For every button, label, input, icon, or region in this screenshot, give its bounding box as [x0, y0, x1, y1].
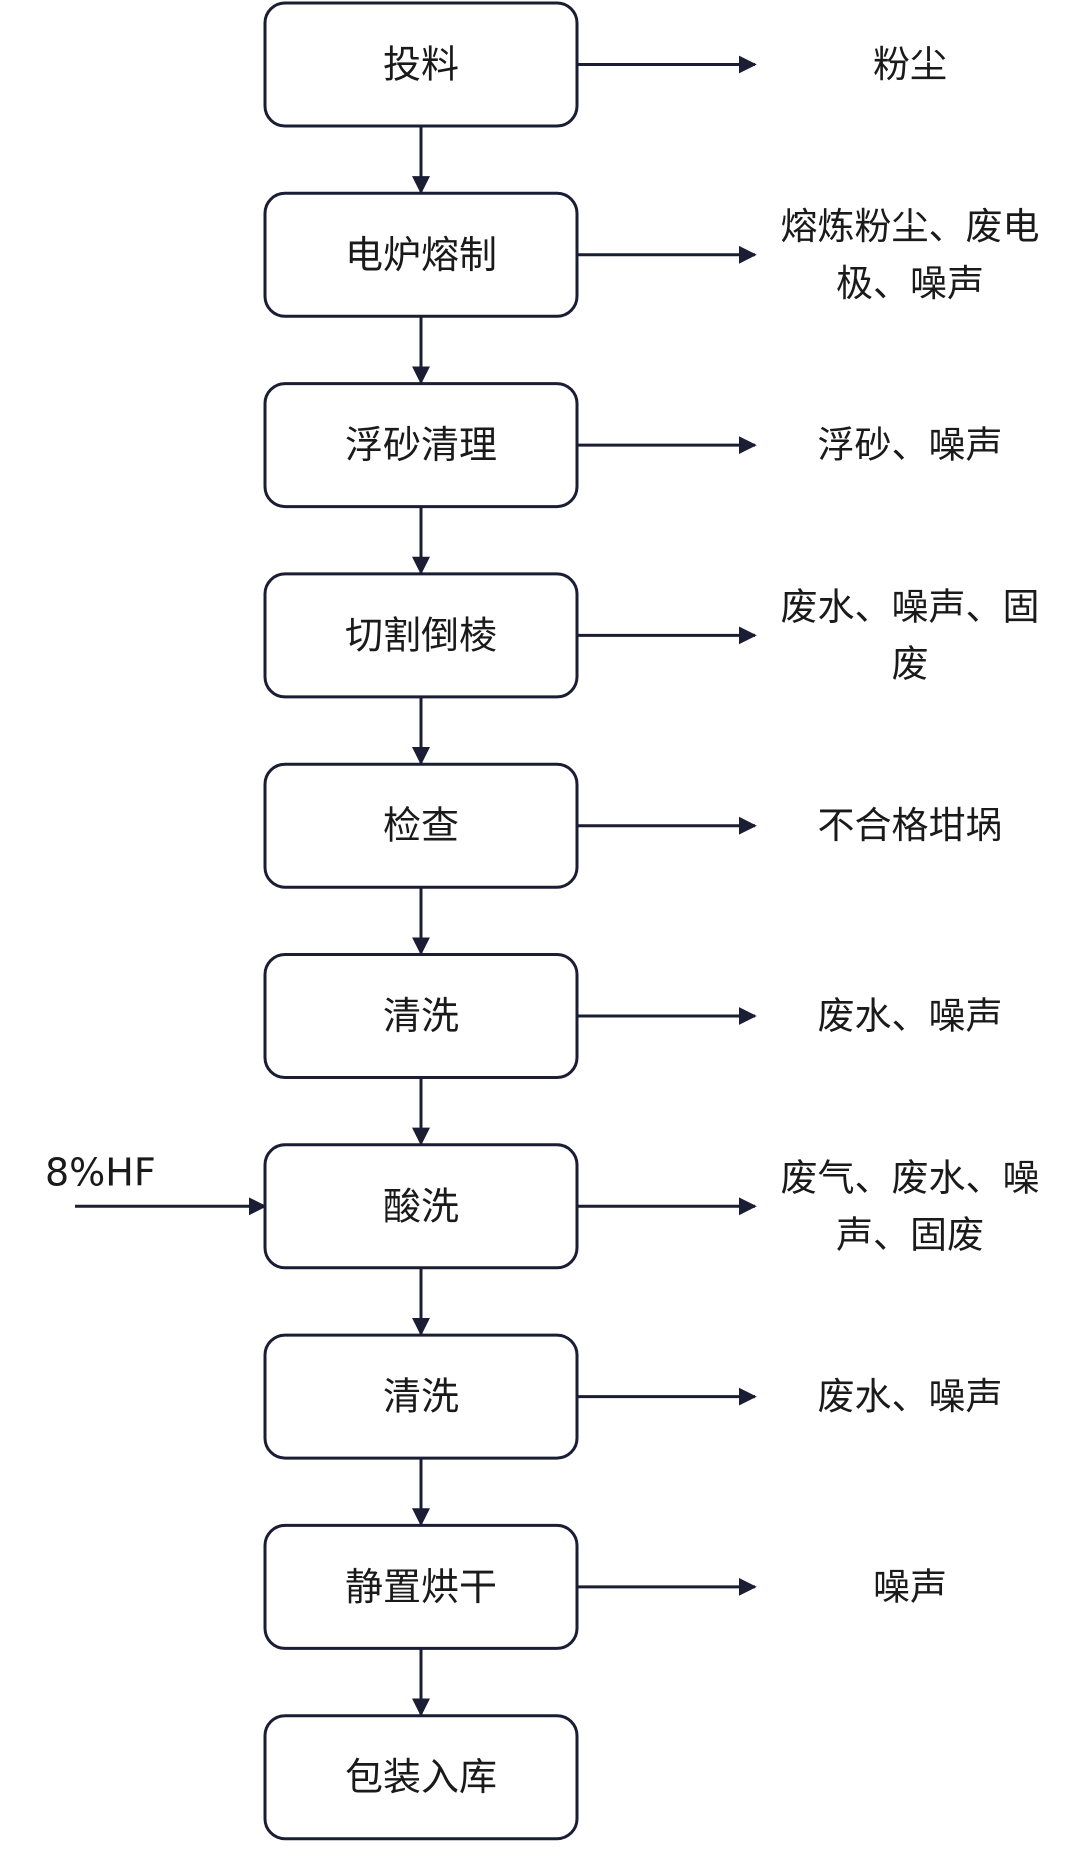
step-output-text: 声、固废: [836, 1213, 984, 1256]
step-output-text: 噪声: [873, 1565, 947, 1608]
process-step: 检查: [263, 762, 579, 889]
process-step: 酸洗: [263, 1143, 579, 1270]
step-box: [263, 1523, 579, 1650]
process-step: 静置烘干: [263, 1523, 579, 1650]
step-output-text: 废水、噪声、固: [781, 585, 1040, 628]
process-step: 电炉熔制: [263, 191, 579, 318]
step-label: 切割倒棱: [345, 613, 497, 657]
step-label: 电炉熔制: [345, 233, 497, 277]
step-box: [263, 1143, 579, 1270]
step-box: [263, 191, 579, 318]
step-box: [263, 762, 579, 889]
process-step: 清洗: [263, 1333, 579, 1460]
process-step: 包装入库: [263, 1714, 579, 1841]
process-step: 浮砂清理: [263, 382, 579, 509]
step-output-text: 极、噪声: [836, 262, 984, 305]
step-output-text: 废水、噪声: [818, 995, 1003, 1038]
process-step: 清洗: [263, 953, 579, 1079]
step-output-text: 废气、废水、噪: [781, 1156, 1040, 1199]
step-label: 包装入库: [345, 1755, 497, 1799]
step-label: 清洗: [383, 1375, 459, 1419]
step-label: 投料: [383, 43, 459, 87]
step-output-text: 废水、噪声: [818, 1375, 1003, 1418]
step-output-text: 不合格坩埚: [818, 804, 1003, 847]
step-box: [263, 1, 579, 128]
step-label: 清洗: [383, 994, 459, 1038]
step-output-text: 废: [892, 642, 929, 685]
step-label: 检查: [383, 804, 459, 848]
input-label: 8%HF: [45, 1150, 156, 1194]
step-box: [263, 1333, 579, 1460]
step-output-text: 浮砂、噪声: [818, 424, 1003, 467]
step-box: [263, 953, 579, 1079]
step-output-text: 粉尘: [873, 43, 947, 86]
process-step: 投料: [263, 1, 579, 128]
step-label: 浮砂清理: [345, 423, 497, 467]
process-step: 切割倒棱: [263, 572, 579, 699]
step-box: [263, 382, 579, 509]
step-box: [263, 572, 579, 699]
step-label: 静置烘干: [345, 1565, 497, 1609]
step-box: [263, 1714, 579, 1841]
step-label: 酸洗: [383, 1184, 459, 1228]
step-output-text: 熔炼粉尘、废电: [781, 205, 1040, 248]
